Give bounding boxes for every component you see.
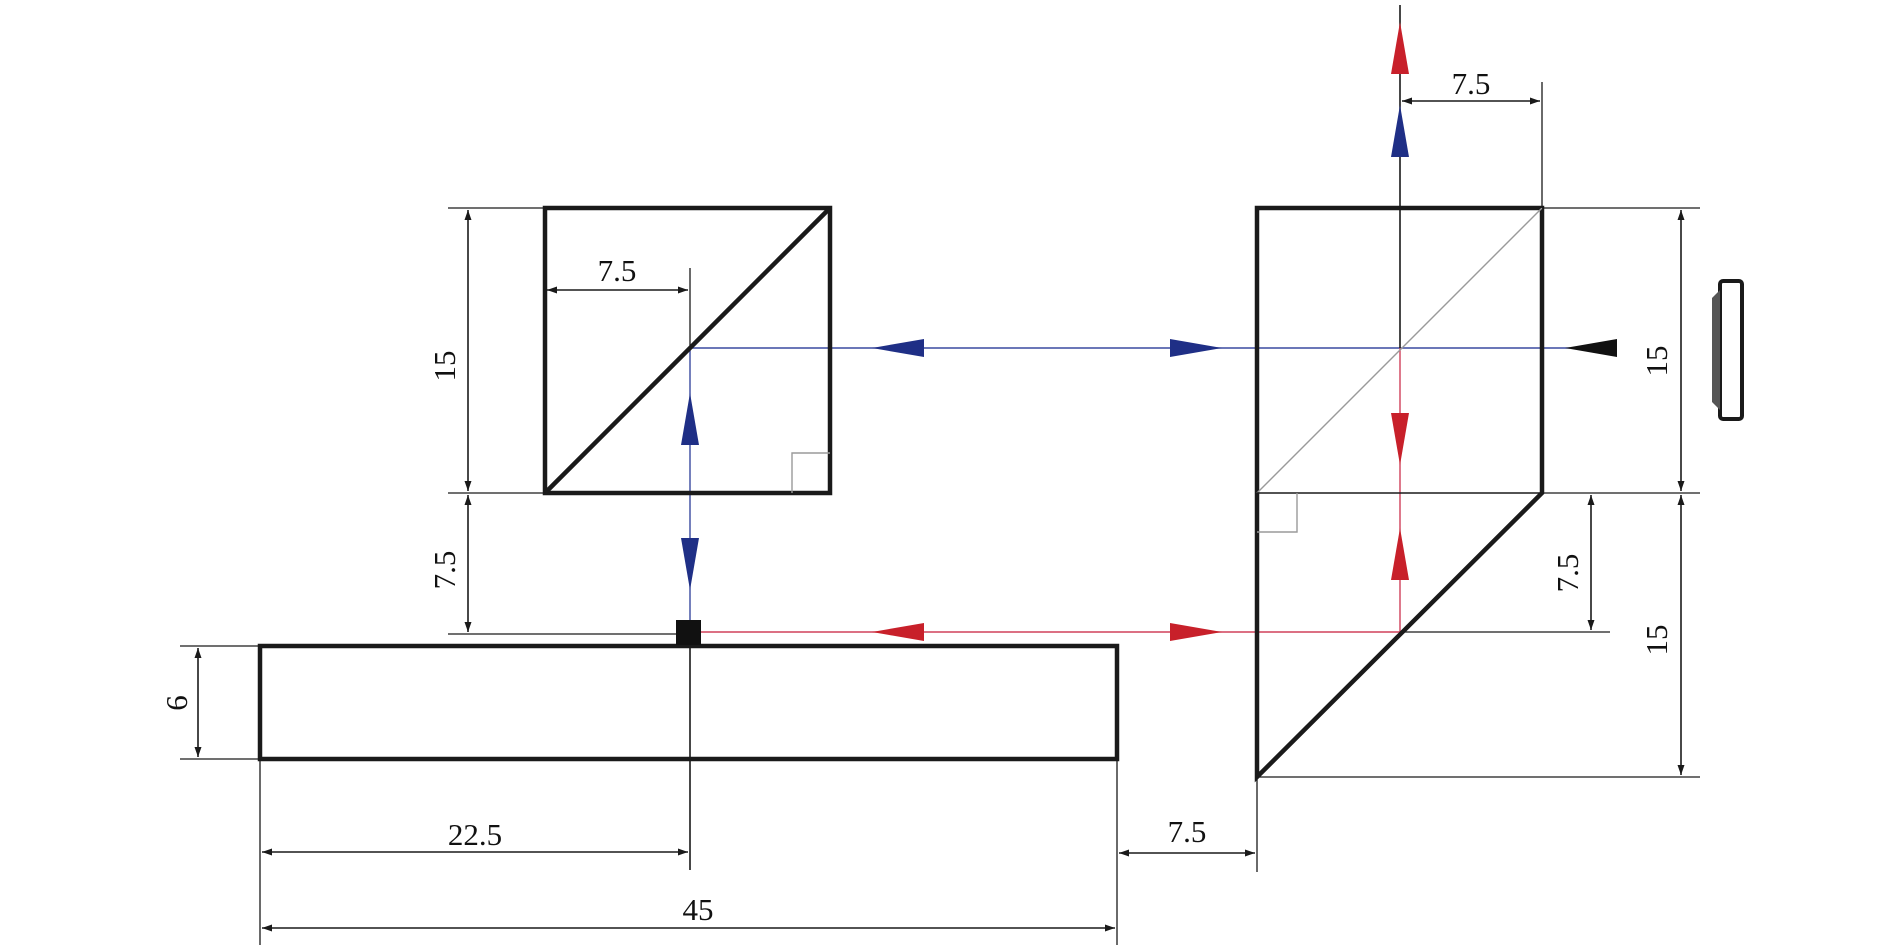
- blue-arrow-up-left: [681, 393, 699, 445]
- left-beamsplitter-cube: [542, 205, 833, 496]
- blue-arrow-down-left: [681, 538, 699, 590]
- base-plate-outline: [257, 643, 1120, 762]
- right-cube-diagonal: [1256, 207, 1543, 494]
- label-cube2-height: 15: [1639, 346, 1674, 377]
- red-arrow-up-output: [1391, 22, 1409, 74]
- detector: [1712, 279, 1744, 421]
- dimension-lines: [194, 97, 1685, 932]
- blue-arrow-right-horizontal: [1170, 339, 1222, 357]
- red-arrow-right-horizontal: [1170, 623, 1222, 641]
- label-top-offset: 7.5: [1452, 66, 1491, 101]
- red-arrow-left-horizontal: [872, 623, 924, 641]
- base-plate: [257, 620, 1120, 870]
- label-gap-horizontal: 7.5: [1168, 814, 1207, 849]
- label-base-length: 45: [683, 892, 714, 927]
- source-marker: [676, 620, 701, 645]
- label-base-height: 6: [159, 695, 194, 711]
- red-arrow-up-right: [1391, 528, 1409, 580]
- label-prism-offset: 7.5: [1550, 554, 1585, 593]
- prism-right-angle-mark: [1257, 493, 1298, 533]
- beam-lines: [689, 5, 1570, 633]
- beam-arrowheads: [681, 22, 1617, 641]
- red-arrow-down-right: [1391, 413, 1409, 465]
- label-cube1-half: 7.5: [598, 253, 637, 288]
- blue-arrow-up-output: [1391, 105, 1409, 157]
- extension-lines: [180, 82, 1700, 945]
- dimension-labels: 15 7.5 7.5 6 22.5 45 7.5 7.5 15 7.5 15: [159, 66, 1674, 927]
- label-prism-height: 15: [1639, 625, 1674, 656]
- left-cube-right-angle-mark: [791, 452, 830, 493]
- detector-body: [1718, 279, 1744, 421]
- detector-lens: [1712, 290, 1720, 410]
- black-arrow-detector: [1565, 339, 1617, 357]
- left-cube-diagonal: [543, 206, 832, 495]
- label-base-half: 22.5: [448, 817, 502, 852]
- label-cube1-height: 15: [427, 351, 462, 382]
- label-gap-vertical: 7.5: [427, 551, 462, 590]
- blue-arrow-left-horizontal: [872, 339, 924, 357]
